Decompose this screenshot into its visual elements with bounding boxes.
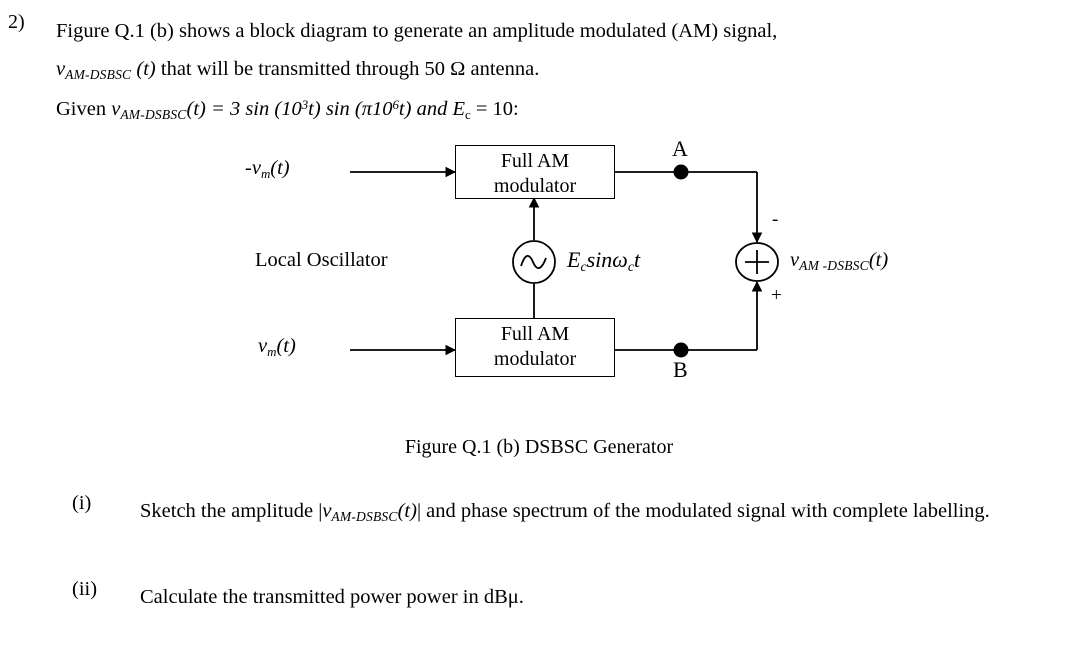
given-equation-part-3: t) and E <box>398 98 465 120</box>
subquestion-marker-ii: (ii) <box>72 578 98 600</box>
given-exponent-2: 6 <box>392 97 399 113</box>
input-label-bottom: vm(t) <box>258 335 296 359</box>
oscillator-sin: sin <box>586 247 613 272</box>
figure-caption: Figure Q.1 (b) DSBSC Generator <box>404 436 674 458</box>
subq-i-part-b: | and phase spectrum of the modulated si… <box>416 500 828 522</box>
sine-wave-icon <box>520 255 547 269</box>
node-label-b: B <box>673 357 688 382</box>
subquestion-ii-text: Calculate the transmitted power power in… <box>140 578 1040 616</box>
given-equation-part-2: t) sin (π10 <box>308 98 393 120</box>
subq-i-arg: (t) <box>397 500 417 522</box>
oscillator-circle <box>512 240 556 284</box>
local-oscillator-label: Local Oscillator <box>255 249 388 271</box>
carrier-subscript: c <box>464 106 471 122</box>
oscillator-t: t <box>634 247 641 272</box>
summer-minus-sign: - <box>772 209 779 230</box>
node-label-a: A <box>672 136 688 161</box>
junction-dot-b <box>673 342 689 358</box>
oscillator-E: E <box>567 247 581 272</box>
subquestion-marker-i: (i) <box>72 492 92 514</box>
subquestion-i-line-2: complete labelling. <box>832 500 990 522</box>
input-bottom-arg: (t) <box>276 335 296 357</box>
carrier-value: = 10: <box>470 98 519 120</box>
summer-plus-sign: + <box>771 285 782 306</box>
given-symbol-v: v <box>111 98 121 120</box>
subq-i-v: v <box>322 500 332 522</box>
output-arg: (t) <box>868 249 889 271</box>
input-top-arg: (t) <box>270 157 290 179</box>
block-top-line-2: modulator <box>493 175 577 197</box>
input-label-top: -vm(t) <box>245 157 290 181</box>
question-line-2: vAM-DSBSC (t) that will be transmitted t… <box>56 50 1056 90</box>
signal-subscript: AM-DSBSC <box>65 66 132 82</box>
block-bottom-line-2: modulator <box>493 348 577 370</box>
oscillator-omega: ω <box>612 247 628 272</box>
junction-dot-a <box>673 164 689 180</box>
question-line-2-rest: that will be transmitted through 50 Ω an… <box>155 58 540 80</box>
subquestion-i-text: Sketch the amplitude |vAM-DSBSC(t)| and … <box>140 492 1040 532</box>
signal-time-arg: (t) <box>131 58 156 80</box>
output-label: vAM -DSBSC(t) <box>790 249 889 273</box>
oscillator-E-subscript: c <box>580 259 587 275</box>
question-number: 2) <box>8 11 25 33</box>
subq-i-subscript: AM-DSBSC <box>331 508 398 524</box>
output-subscript: AM -DSBSC <box>799 257 869 273</box>
block-diagram: Full AM modulator Full AM modulator -vm(… <box>0 130 1078 395</box>
given-exponent-1: 3 <box>301 97 309 113</box>
block-full-am-modulator-bottom[interactable]: Full AM modulator <box>455 318 615 377</box>
input-bottom-subscript: m <box>267 343 277 359</box>
signal-symbol-v: v <box>56 58 66 80</box>
given-subscript: AM-DSBSC <box>120 106 187 122</box>
given-word: Given <box>56 98 112 120</box>
block-bottom-line-1: Full AM <box>500 323 570 345</box>
oscillator-expression: Ecsinωct <box>567 247 641 275</box>
given-time-arg: (t) <box>186 98 206 120</box>
given-equation-part-1: = 3 sin (10 <box>205 98 302 120</box>
subquestion-ii-line-1: Calculate the transmitted power power in… <box>140 586 524 608</box>
question-line-3: Given vAM-DSBSC(t) = 3 sin (103t) sin (π… <box>56 90 1056 130</box>
input-top-subscript: m <box>260 165 271 181</box>
input-bottom-v: v <box>258 335 268 357</box>
subquestion-i-line-1: Sketch the amplitude |vAM-DSBSC(t)| and … <box>140 500 828 524</box>
question-paragraph: Figure Q.1 (b) shows a block diagram to … <box>56 12 1056 130</box>
input-top-sign: - <box>245 157 252 179</box>
output-v: v <box>790 249 800 271</box>
block-full-am-modulator-top[interactable]: Full AM modulator <box>455 145 615 199</box>
input-top-v: v <box>251 157 261 179</box>
question-line-1: Figure Q.1 (b) shows a block diagram to … <box>56 20 778 42</box>
oscillator-omega-subscript: c <box>627 259 634 275</box>
subq-i-part-a: Sketch the amplitude | <box>140 500 323 522</box>
block-top-line-1: Full AM <box>500 150 570 172</box>
